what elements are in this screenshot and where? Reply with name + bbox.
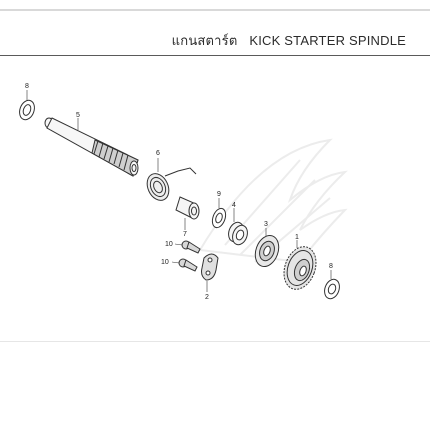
callout-9: 9 — [217, 191, 221, 198]
part-2-stopper-plate — [201, 253, 219, 281]
part-3-ratchet — [254, 235, 280, 267]
part-5-kick-starter-spindle — [44, 117, 139, 177]
callout-10-upper: 10 — [165, 241, 173, 248]
callout-2: 2 — [205, 294, 209, 301]
part-9-washer — [211, 207, 227, 229]
page-title: แกนสตาร์ต KICK STARTER SPINDLE — [172, 30, 406, 51]
title-divider — [0, 55, 430, 56]
part-1-kick-starter-gear — [283, 246, 317, 290]
part-6-return-spring — [146, 167, 197, 201]
part-8-washer-left — [19, 99, 35, 121]
part-10-bolt-lower — [178, 258, 198, 272]
part-7-spindle-collar — [175, 196, 200, 220]
part-10-bolt-upper — [181, 240, 201, 254]
callout-10-lower: 10 — [161, 259, 169, 266]
callout-1: 1 — [295, 234, 299, 241]
callout-8-left: 8 — [25, 83, 29, 90]
callout-5: 5 — [76, 112, 80, 119]
callout-4: 4 — [232, 202, 236, 209]
top-divider — [0, 9, 430, 11]
callout-3: 3 — [264, 221, 268, 228]
part-8-washer-right — [324, 278, 340, 300]
part-4-collar — [228, 221, 248, 246]
callout-7: 7 — [183, 231, 187, 238]
callout-8-right: 8 — [329, 263, 333, 270]
callout-6: 6 — [156, 150, 160, 157]
bottom-divider — [0, 341, 430, 342]
title-english: KICK STARTER SPINDLE — [249, 33, 406, 48]
title-thai: แกนสตาร์ต — [171, 34, 238, 49]
